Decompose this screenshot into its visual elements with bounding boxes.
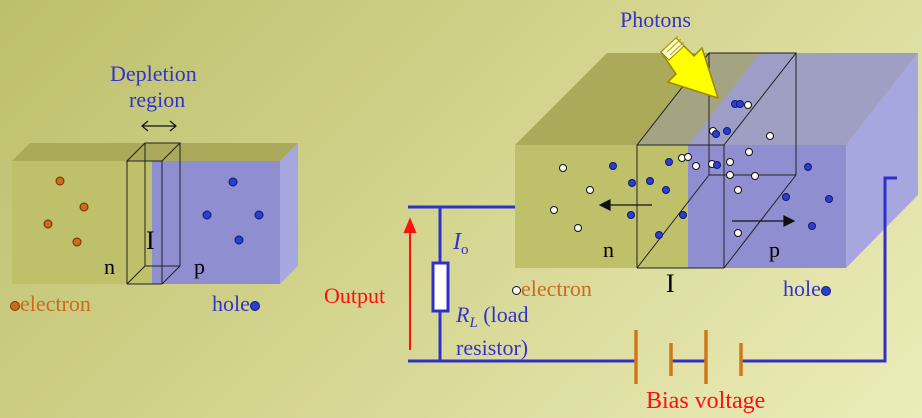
left-junction-label: I: [146, 226, 155, 255]
depletion-width-arrow: [141, 120, 177, 132]
left-top-face: [12, 143, 298, 161]
photon-arrow: [660, 35, 720, 100]
left-electrons: [43, 176, 89, 247]
electron-legend-icon: [10, 300, 20, 311]
load-resistor: [431, 261, 450, 313]
left-p-region: [152, 161, 280, 284]
left-p-label: p: [194, 254, 205, 279]
left-hole-legend: hole: [212, 293, 260, 315]
left-n-region: [12, 161, 152, 284]
left-depletion-box: [125, 142, 182, 285]
left-holes: [202, 177, 264, 245]
open-electron-legend-icon: [512, 286, 521, 296]
bias-battery: [634, 330, 743, 384]
right-n-region: [515, 145, 688, 268]
left-side-face: [280, 143, 298, 284]
current-label: Io: [453, 229, 469, 258]
left-n-label: n: [104, 254, 115, 279]
right-side-face: [846, 53, 918, 268]
depletion-label-line1: Depletion: [110, 61, 197, 86]
drift-arrows: [598, 199, 796, 227]
right-p-label: p: [769, 237, 780, 262]
output-label: Output: [324, 283, 386, 308]
right-electron-legend: electron: [512, 278, 592, 300]
depletion-label-line2: region: [129, 87, 186, 112]
right-hole-legend-icon: [820, 285, 831, 296]
right-hole-legend: hole: [783, 278, 831, 300]
output-arrow: [403, 217, 417, 350]
left-pn-junction: [12, 120, 298, 285]
circuit-wires: [408, 176, 897, 363]
resistor-label-line2: resistor): [456, 335, 529, 360]
right-electrons: [550, 101, 774, 237]
right-junction-label: I: [666, 269, 675, 298]
resistor-label-line1: RL (load: [456, 302, 529, 331]
bias-voltage-label: Bias voltage: [646, 388, 766, 414]
right-pn-junction: [515, 35, 918, 269]
right-n-label: n: [603, 237, 614, 262]
circuit: [403, 176, 897, 384]
left-electron-legend: electron: [10, 293, 91, 315]
hole-legend-icon: [249, 300, 260, 311]
right-top-face-p: [688, 53, 918, 145]
right-holes: [609, 100, 833, 239]
photons-label: Photons: [620, 7, 691, 32]
